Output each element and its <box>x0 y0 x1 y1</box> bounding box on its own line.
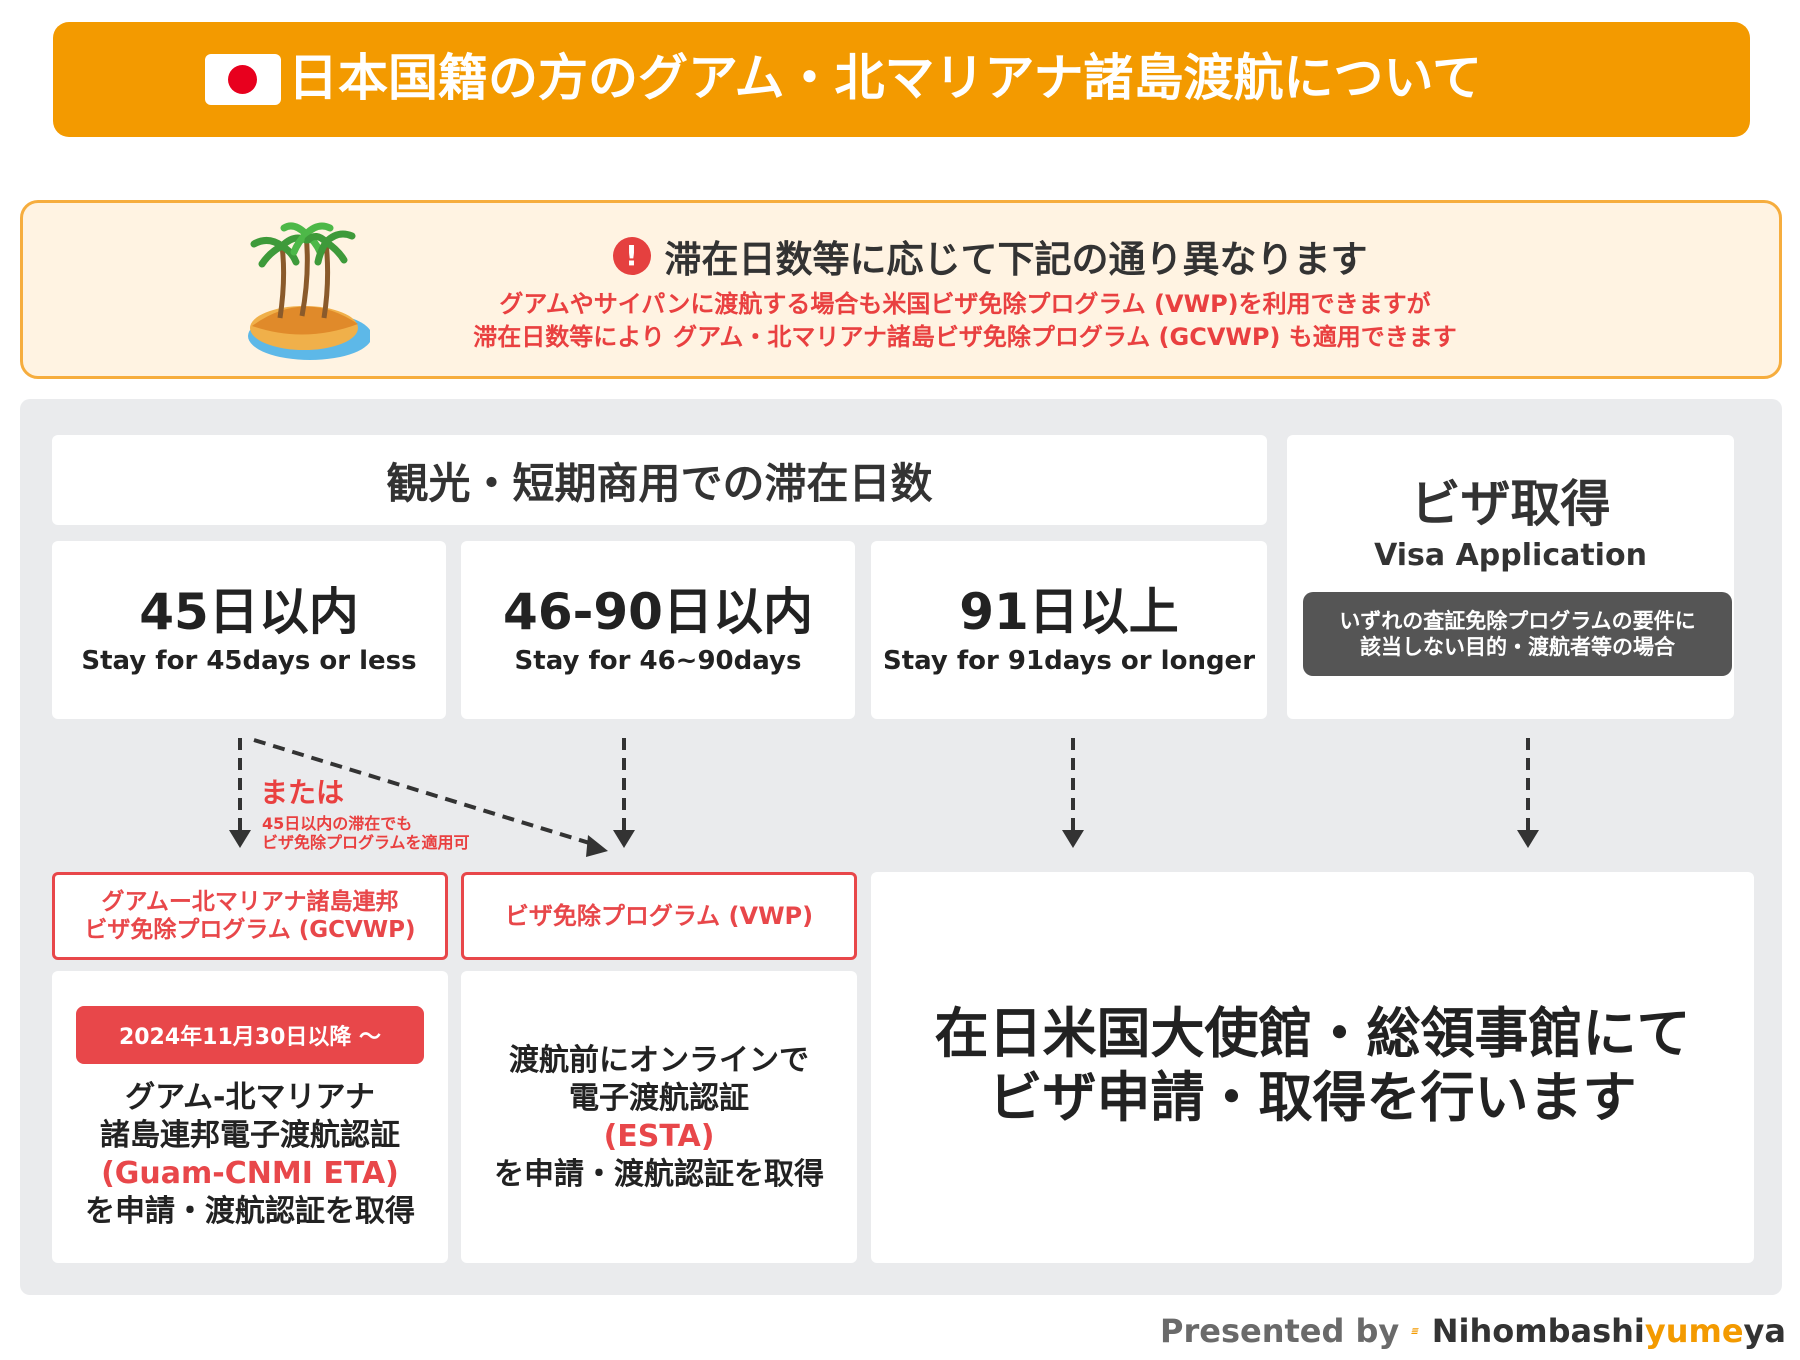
credit-footer: Presented by Nihombashiyumeya <box>1160 1312 1786 1350</box>
notice-heading: ! 滞在日数等に応じて下記の通り異なります <box>520 228 1460 284</box>
vwp-program-box: ビザ免除プログラム (VWP) <box>461 872 857 960</box>
notice-text-line1: グアムやサイパンに渡航する場合も米国ビザ免除プログラム (VWP)を利用できます… <box>499 290 1431 318</box>
japan-flag-icon <box>205 54 281 105</box>
or-label: または <box>260 776 345 809</box>
visa-title: ビザ取得 <box>1410 475 1611 533</box>
vwp-result-card <box>461 971 857 1263</box>
stay-duration-header: 観光・短期商用での滞在日数 <box>52 435 1267 525</box>
stay-range-91-days: 91日以上 Stay for 91days or longer <box>871 541 1267 719</box>
gcvwp-result-text: グアム-北マリアナ 諸島連邦電子渡航認証 (Guam-CNMI ETA) を申請… <box>85 1080 415 1229</box>
stay-range-46-90-days: 46-90日以内 Stay for 46~90days <box>461 541 855 719</box>
visa-result-text: 在日米国大使館・総領事館にて ビザ申請・取得を行います <box>934 1002 1691 1129</box>
stay-range-45-days: 45日以内 Stay for 45days or less <box>52 541 446 719</box>
gcvwp-program-box: グアムー北マリアナ諸島連邦 ビザ免除プログラム (GCVWP) <box>52 872 448 960</box>
island-palm-trees-icon <box>248 222 370 360</box>
visa-result-card <box>871 872 1754 1263</box>
date-badge: 2024年11月30日以降 ～ <box>76 1006 424 1064</box>
visa-subtitle: Visa Application <box>1374 538 1647 573</box>
visa-note: いずれの査証免除プログラムの要件に 該当しない目的・渡航者等の場合 <box>1303 592 1732 676</box>
or-note: 45日以内の滞在でも ビザ免除プログラムを適用可 <box>262 814 470 852</box>
notice-text-line2: 滞在日数等により グアム・北マリアナ諸島ビザ免除プログラム (GCVWP) も適… <box>473 323 1457 351</box>
vwp-result-text: 渡航前にオンラインで 電子渡航認証 (ESTA) を申請・渡航認証を取得 <box>494 1043 824 1192</box>
title-banner <box>53 22 1750 137</box>
nihombashiyumeya-logo-icon <box>1411 1328 1420 1334</box>
page-title: 日本国籍の方のグアム・北マリアナ諸島渡航について <box>288 49 1482 107</box>
brand-name: Nihombashiyumeya <box>1431 1312 1786 1350</box>
exclamation-icon: ! <box>612 237 651 275</box>
